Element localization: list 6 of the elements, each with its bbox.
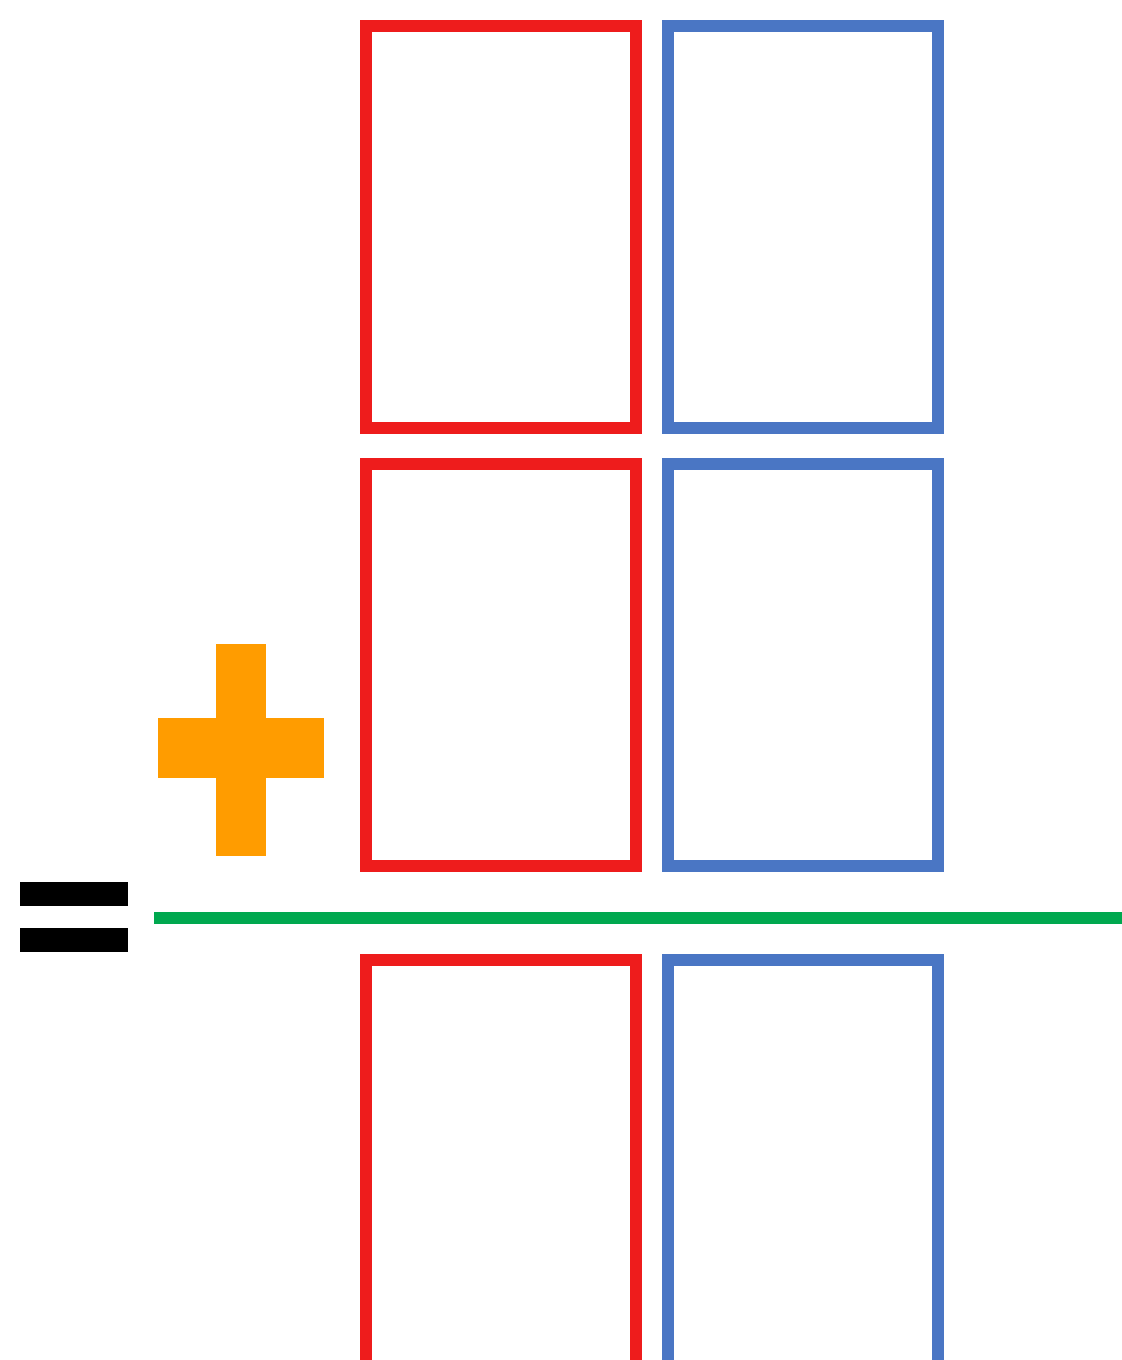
empty-box <box>662 954 944 1360</box>
empty-box <box>360 458 642 872</box>
empty-box <box>662 458 944 872</box>
empty-box <box>662 20 944 434</box>
empty-box <box>360 954 642 1360</box>
empty-box <box>360 20 642 434</box>
